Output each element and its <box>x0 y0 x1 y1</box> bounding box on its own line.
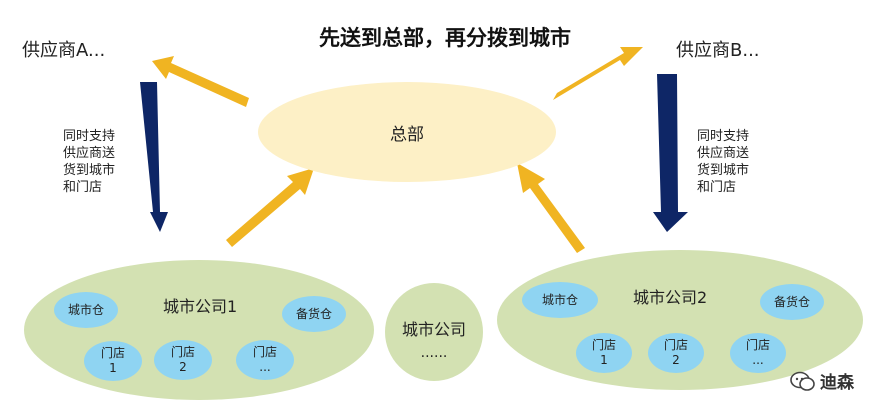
arrow-city1-to-hq <box>226 168 314 247</box>
city2-store-more: 门店... <box>730 333 786 373</box>
supplier-a-label: 供应商A... <box>22 40 106 61</box>
note-right: 同时支持供应商送货到城市和门店 <box>697 129 750 195</box>
city-mid-circle <box>385 283 483 381</box>
hq-label: 总部 <box>390 125 424 145</box>
diagram-title: 先送到总部，再分拨到城市 <box>319 26 571 50</box>
city2-label: 城市公司2 <box>633 288 708 307</box>
city1-reserve-warehouse: 备货仓 <box>282 296 346 332</box>
hq-ellipse: 总部 <box>258 82 556 182</box>
city-mid-dots: ...... <box>420 345 448 361</box>
city1-warehouse: 城市仓 <box>54 292 118 328</box>
arrow-city2-to-hq <box>517 163 585 253</box>
city1-label: 城市公司1 <box>163 297 238 316</box>
supplier-b-label: 供应商B... <box>676 40 760 61</box>
city2-reserve-warehouse: 备货仓 <box>760 284 824 320</box>
wechat-icon <box>790 371 815 391</box>
arrow-hq-to-supplier-b <box>553 47 643 100</box>
note-left: 同时支持供应商送货到城市和门店 <box>63 129 116 195</box>
city-mid-label: 城市公司 <box>401 320 466 339</box>
city1-store-more: 门店... <box>236 340 294 380</box>
arrow-supplier-b-down <box>653 74 688 232</box>
city2-warehouse: 城市仓 <box>522 282 598 318</box>
watermark-label: 迪森 <box>820 373 854 393</box>
arrow-hq-to-supplier-a <box>152 56 249 107</box>
arrow-supplier-a-down <box>140 82 168 232</box>
